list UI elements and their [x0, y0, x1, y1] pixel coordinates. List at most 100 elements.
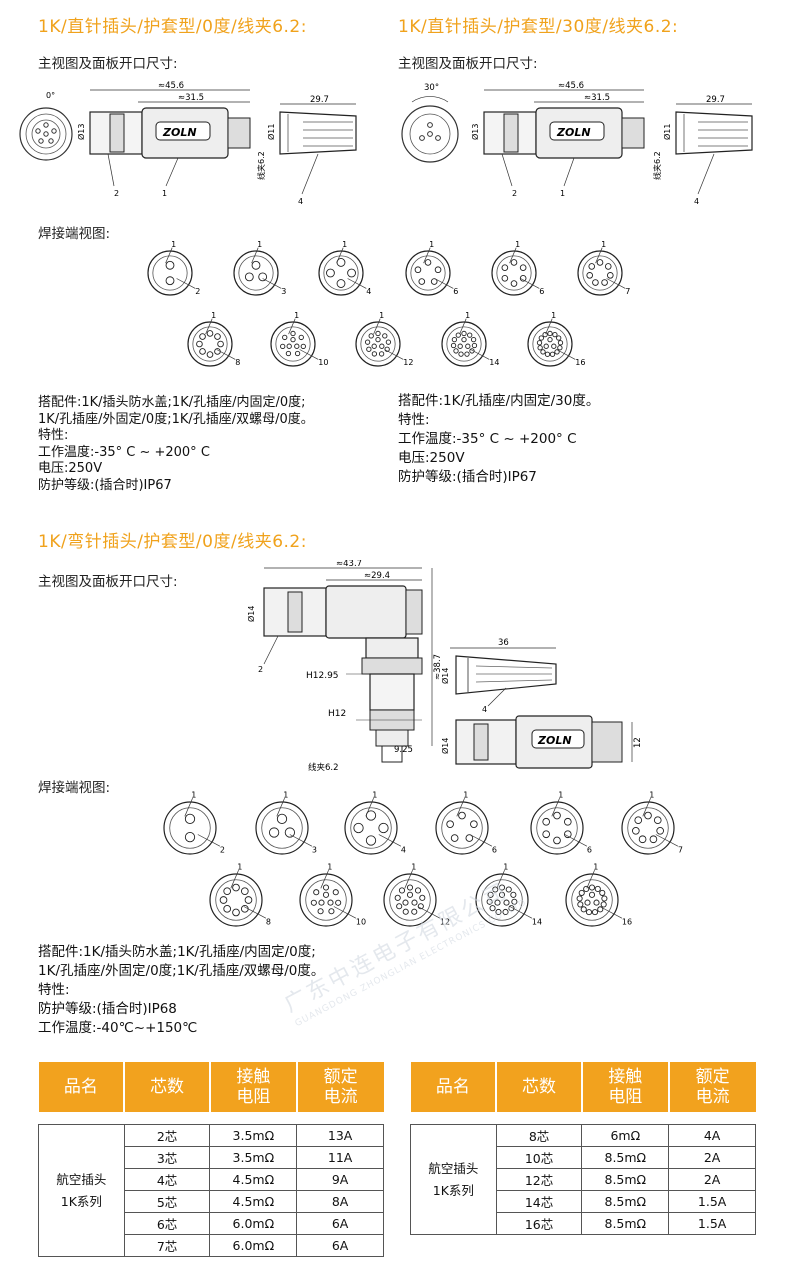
header-resistance: 接触 电阻 [209, 1062, 298, 1112]
weld-view-7-pin: 17 [577, 240, 630, 296]
svg-text:≈38.7: ≈38.7 [433, 654, 443, 680]
pin-label: 1 [283, 790, 288, 799]
svg-text:Ø11: Ø11 [266, 124, 276, 140]
svg-text:Ø11: Ø11 [662, 124, 672, 140]
pin-label: 3 [312, 846, 317, 855]
section1-right-subtitle: 主视图及面板开口尺寸: [398, 56, 538, 72]
weld-view-12-pin: 112 [383, 862, 450, 927]
pin-label: 2 [195, 287, 200, 296]
weld-view-10-pin: 110 [299, 862, 366, 927]
pin-label: 1 [294, 311, 299, 320]
section2-title: 1K/弯针插头/护套型/0度/线夹6.2: [38, 532, 307, 552]
pin-label: 1 [649, 790, 654, 799]
weld-view-7-pin: 17 [621, 790, 683, 855]
pin-label: 1 [171, 240, 176, 249]
svg-text:29.7: 29.7 [310, 95, 329, 105]
dim-d13: Ø13 [76, 124, 86, 140]
svg-text:2: 2 [114, 189, 119, 198]
svg-text:≈31.5: ≈31.5 [584, 93, 610, 103]
pin-label: 1 [429, 240, 434, 249]
pin-label: 8 [235, 358, 240, 367]
pin-label: 16 [622, 918, 632, 927]
weld-view-5-pin: 16 [405, 240, 458, 296]
svg-text:2: 2 [512, 189, 517, 198]
pin-label: 6 [492, 846, 497, 855]
weld-view-6-pin: 16 [530, 790, 592, 855]
pin-label: 2 [220, 846, 225, 855]
weld-view-10-pin: 1 10 [270, 311, 328, 367]
pin-label: 1 [372, 790, 377, 799]
pin-label: 1 [463, 790, 468, 799]
svg-text:12: 12 [633, 737, 643, 748]
weld-view-12-pin: 1 12 [355, 311, 413, 367]
pin-label: 1 [593, 862, 598, 871]
weld-view-3-pin: 13 [255, 790, 317, 855]
svg-text:36: 36 [498, 638, 509, 648]
pin-label: 12 [440, 918, 450, 927]
pin-label: 14 [489, 358, 499, 367]
pin-label: 10 [318, 358, 328, 367]
pin-label: 4 [366, 287, 371, 296]
pin-label: 6 [453, 287, 458, 296]
svg-text:Ø14: Ø14 [440, 668, 450, 684]
brand-logo: ZOLN [162, 126, 197, 139]
svg-text:4: 4 [298, 197, 303, 206]
pin-label: 3 [281, 287, 286, 296]
pin-label: 1 [191, 790, 196, 799]
section1-left-subtitle: 主视图及面板开口尺寸: [38, 56, 178, 72]
weld-view-6-pin: 16 [491, 240, 544, 296]
weld-view-2-pin: 12 [147, 240, 200, 296]
straight-plug-0deg-drawing: 0° ≈45.6 ≈31.5 ZOLN Ø13 2 1 29.7 Ø11 线夹6… [19, 81, 357, 206]
pin-label: 1 [379, 311, 384, 320]
svg-text:4: 4 [482, 705, 487, 714]
svg-text:ZOLN: ZOLN [556, 126, 591, 139]
svg-text:1: 1 [162, 189, 167, 198]
pin-label: 12 [403, 358, 413, 367]
header-cores: 芯数 [124, 1062, 211, 1112]
weld-view-4-pin: 14 [318, 240, 371, 296]
section2-weld-label: 焊接端视图: [38, 780, 111, 796]
pin-label: 6 [539, 287, 544, 296]
svg-text:H12: H12 [328, 709, 346, 719]
pin-label: 10 [356, 918, 366, 927]
pin-label: 1 [342, 240, 347, 249]
pin-label: 14 [532, 918, 542, 927]
svg-text:9.25: 9.25 [394, 745, 413, 755]
pin-label: 1 [601, 240, 606, 249]
svg-text:Ø14: Ø14 [440, 738, 450, 754]
weld-view-14-pin: 114 [441, 311, 499, 367]
svg-text:4: 4 [694, 197, 699, 206]
weld-view-14-pin: 1 14 [475, 862, 542, 927]
section2-subtitle: 主视图及面板开口尺寸: [38, 574, 178, 590]
weld-view-2-pin: 12 [163, 790, 225, 855]
section1-weld-label: 焊接端视图: [38, 226, 111, 242]
pin-label: 1 [211, 311, 216, 320]
svg-text:2: 2 [258, 665, 263, 674]
pin-label: 7 [625, 287, 630, 296]
weld-view-4-pin: 14 [344, 790, 406, 855]
svg-text:≈43.7: ≈43.7 [336, 560, 362, 569]
weld-view-3-pin: 13 [233, 240, 286, 296]
svg-text:线夹6.2: 线夹6.2 [652, 151, 662, 180]
pin-label: 1 [515, 240, 520, 249]
angle0-label: 0° [46, 91, 55, 100]
weld-view-8-pin: 18 [187, 311, 240, 367]
weld-view-16-pin: 1 16 [565, 862, 632, 927]
section1-left-specs: 搭配件:1K/插头防水盖;1K/孔插座/内固定/0度; 1K/孔插座/外固定/0… [38, 395, 314, 493]
weld-view-8-pin: 18 [209, 862, 271, 927]
pin-label: 4 [401, 846, 406, 855]
svg-text:线夹6.2: 线夹6.2 [256, 151, 266, 180]
pin-label: 1 [503, 862, 508, 871]
svg-text:Ø14: Ø14 [246, 606, 256, 622]
pin-label: 1 [257, 240, 262, 249]
